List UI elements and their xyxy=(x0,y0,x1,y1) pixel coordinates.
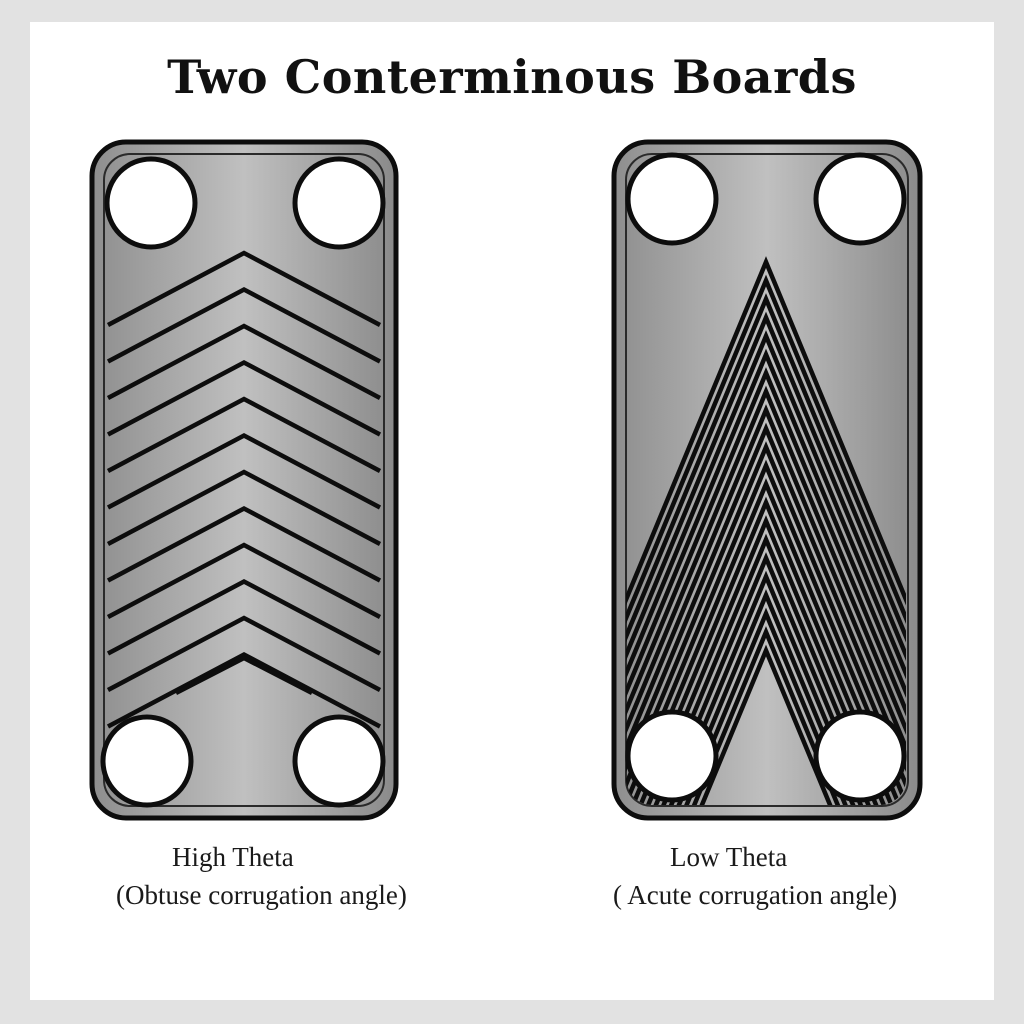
high-theta-plate-body xyxy=(89,139,399,821)
low-theta-plate-inner-border xyxy=(625,153,909,807)
low-theta-ridge xyxy=(626,274,906,692)
high-theta-ridge xyxy=(106,615,382,692)
low-theta-ridge xyxy=(626,256,906,673)
high-theta-ridge xyxy=(106,396,382,473)
low-theta-ridge xyxy=(626,644,906,805)
high-theta-port-top-left xyxy=(104,156,198,250)
high-theta-ridge xyxy=(106,469,382,546)
high-theta-port-bottom-right xyxy=(292,714,386,808)
low-theta-ridge xyxy=(626,330,906,747)
high-theta-port-bottom-left xyxy=(100,714,194,808)
low-theta-description: ( Acute corrugation angle) xyxy=(613,880,898,910)
low-theta-ridge xyxy=(626,626,906,805)
high-theta-ridge xyxy=(174,655,314,696)
high-theta-ridge xyxy=(106,432,382,510)
diagram-title: Two Conterminous Boards xyxy=(167,50,857,104)
high-theta-plate xyxy=(89,139,399,821)
low-theta-port-bottom-right xyxy=(813,709,907,803)
high-theta-corrugation xyxy=(106,250,382,729)
low-theta-ridge xyxy=(626,607,906,805)
low-theta-port-bottom-left xyxy=(625,709,719,803)
low-theta-plate xyxy=(611,139,923,821)
high-theta-ridge xyxy=(106,286,382,364)
high-theta-ridge xyxy=(106,651,382,729)
low-theta-ridge xyxy=(626,404,906,805)
high-theta-ridge xyxy=(106,250,382,327)
low-theta-port-top-right xyxy=(813,152,907,246)
low-theta-ridge xyxy=(626,422,906,805)
high-theta-label: High Theta xyxy=(172,842,294,872)
high-theta-ridge xyxy=(106,323,382,400)
low-theta-ridge xyxy=(626,533,906,805)
high-theta-description: (Obtuse corrugation angle) xyxy=(116,880,407,910)
low-theta-ridge xyxy=(626,552,906,805)
low-theta-ridge xyxy=(626,385,906,803)
low-theta-port-top-left xyxy=(625,152,719,246)
high-theta-ridge xyxy=(106,359,382,437)
low-theta-ridge xyxy=(626,589,906,805)
high-theta-port-top-right xyxy=(292,156,386,250)
low-theta-label: Low Theta xyxy=(670,842,788,872)
low-theta-ridge xyxy=(626,570,906,805)
high-theta-ridge xyxy=(106,505,382,583)
high-theta-ridge xyxy=(106,542,382,619)
high-theta-ridge xyxy=(106,578,382,656)
low-theta-ridge xyxy=(626,311,906,729)
low-theta-ridge xyxy=(626,293,906,710)
low-theta-ridge xyxy=(626,367,906,784)
high-theta-plate-inner-border xyxy=(103,153,385,807)
low-theta-ridge xyxy=(626,348,906,766)
